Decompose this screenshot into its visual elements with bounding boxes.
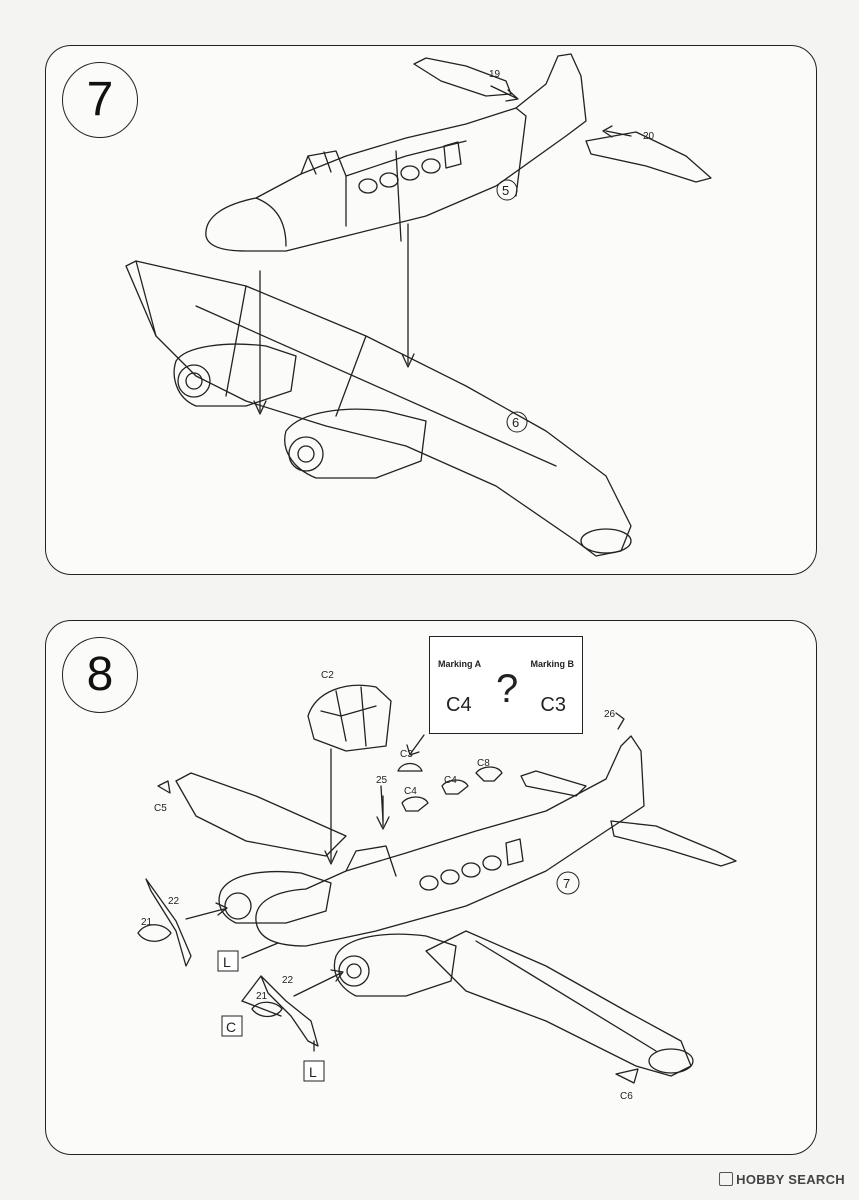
part-C4b	[441, 779, 469, 795]
step-7-labels: 19 20 5 6	[489, 69, 655, 433]
step-7-panel: 7	[45, 45, 817, 575]
step-number: 7	[62, 62, 138, 138]
hobby-search-logo-icon	[719, 1172, 734, 1186]
part-22-label-lower: 22	[282, 975, 294, 986]
step-8-drawing	[137, 684, 737, 1084]
propeller-lower	[260, 975, 319, 1047]
part-C4a	[401, 796, 429, 812]
step-number: 8	[62, 637, 138, 713]
marking-a-label: Marking A	[438, 659, 482, 669]
fuselage	[205, 53, 587, 252]
fuselage	[255, 735, 645, 947]
part-19-left-tailplane	[413, 57, 512, 97]
marking-b-option: C3	[540, 694, 566, 716]
right-engine-nacelle	[284, 408, 427, 479]
part-C5-label: C5	[154, 803, 167, 814]
spinner-upper	[137, 924, 172, 942]
tailplane-right	[610, 820, 737, 867]
rotation-C: C	[226, 1019, 236, 1035]
watermark-text: HOBBY SEARCH	[736, 1172, 845, 1187]
part-22-label-upper: 22	[168, 896, 180, 907]
part-C8-label: C8	[477, 758, 490, 769]
part-C4b-label: C4	[444, 775, 457, 786]
part-20-label: 20	[643, 131, 655, 142]
part-C3-label: C3	[400, 749, 413, 760]
step-8-labels: C2 C3 C4 C4 C8 C5 C6 25 26 21 22 21 22 7…	[141, 670, 633, 1102]
left-engine-nacelle	[173, 343, 297, 407]
part-C6-label: C6	[620, 1091, 633, 1102]
watermark: HOBBY SEARCH	[719, 1172, 845, 1187]
part-26-label: 26	[604, 709, 616, 720]
step-7-drawing	[125, 53, 712, 557]
marking-b-label: Marking B	[530, 659, 574, 669]
part-C3	[397, 762, 423, 772]
left-engine-nacelle	[218, 870, 332, 924]
part-C4a-label: C4	[404, 786, 417, 797]
part-20-right-tailplane	[585, 131, 712, 183]
question-mark: ?	[496, 667, 519, 711]
part-21-label-lower: 21	[256, 991, 268, 1002]
marking-a-option: C4	[446, 694, 472, 716]
part-21-label-upper: 21	[141, 917, 153, 928]
tailplane-left	[520, 770, 587, 797]
rotation-L-lower: L	[309, 1064, 317, 1080]
part-26	[615, 712, 625, 730]
part-C6	[615, 1068, 639, 1084]
part-C2-canopy	[307, 684, 392, 752]
subassembly-5-label: 5	[502, 183, 509, 198]
marking-choice-box: Marking A Marking B ? C4 C3	[429, 636, 583, 734]
wing-left	[175, 772, 347, 857]
part-25-label: 25	[376, 775, 388, 786]
subassembly-7-label: 7	[563, 876, 570, 891]
rotation-L-upper: L	[223, 954, 231, 970]
part-19-label: 19	[489, 69, 501, 80]
part-C5	[157, 780, 171, 794]
part-C2-label: C2	[321, 670, 334, 681]
spinner-lower	[251, 1001, 283, 1018]
part-C8	[475, 766, 503, 782]
subassembly-6-label: 6	[512, 415, 519, 430]
propeller-upper	[145, 878, 192, 967]
step-8-panel: 8 Marking A Marking B ? C4 C3	[45, 620, 817, 1155]
